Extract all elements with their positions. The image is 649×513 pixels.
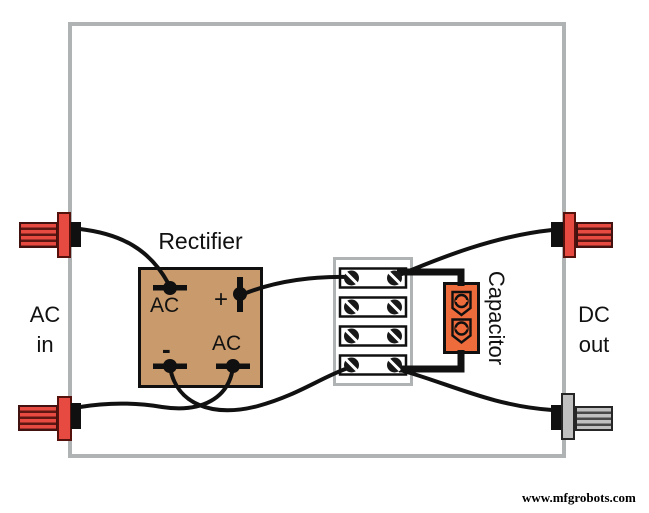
ac-in-label: AC in: [17, 300, 73, 360]
ac-in-bottom-terminal-prongs-icon: [18, 405, 58, 431]
dc-out-top-terminal-prongs-icon: [576, 222, 613, 248]
dc-out-bottom-terminal-body: [561, 393, 575, 440]
capacitor-label: Capacitor: [484, 270, 509, 366]
rectifier-box: [138, 267, 263, 388]
rectifier-minus-label: -: [162, 334, 171, 364]
ac-in-top-terminal-contact: [71, 222, 81, 247]
dc-out-bottom-terminal-contact: [551, 405, 562, 430]
terminal-strip: [333, 257, 413, 386]
watermark: www.mfgrobots.com: [522, 490, 636, 505]
dc-out-label-line2: out: [578, 332, 610, 357]
dc-out-top-terminal-contact: [551, 222, 563, 247]
rectifier-ac-top-label: AC: [150, 294, 180, 317]
rectifier-label: Rectifier: [158, 228, 243, 254]
rectifier-plus-label: +: [214, 286, 229, 313]
ac-in-label-line2: in: [36, 332, 54, 357]
capacitor-box: [443, 282, 480, 354]
dc-out-label-line1: DC: [578, 302, 610, 327]
dc-out-bottom-terminal-prongs-icon: [575, 406, 613, 431]
ac-in-bottom-terminal-contact: [71, 403, 81, 429]
ac-in-label-line1: AC: [29, 302, 61, 327]
ac-in-top-terminal-prongs-icon: [19, 222, 58, 248]
ac-in-bottom-terminal-body: [57, 396, 72, 441]
dc-out-top-terminal-body: [563, 212, 576, 258]
dc-out-label: DC out: [566, 300, 622, 360]
ac-in-top-terminal-body: [57, 212, 71, 258]
rectifier-ac-bottom-label: AC: [212, 332, 242, 355]
